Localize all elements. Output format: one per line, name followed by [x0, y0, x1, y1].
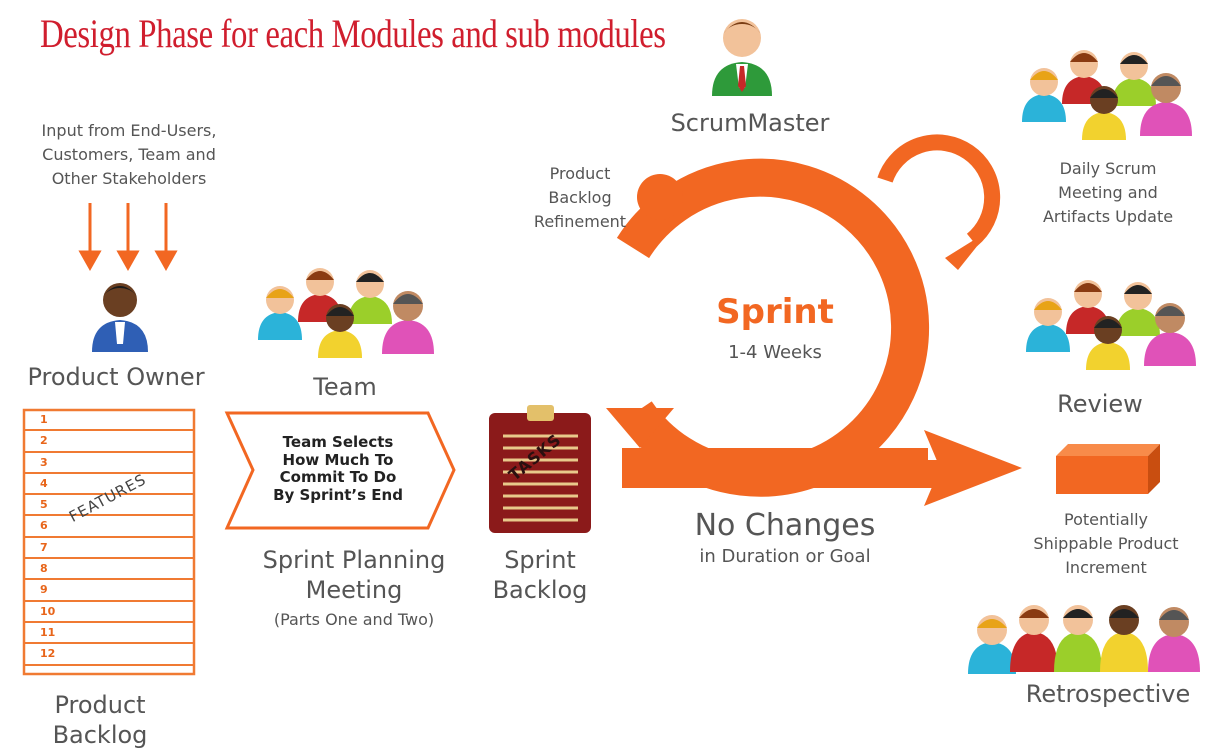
backlog-row: 12 — [24, 644, 194, 666]
retrospective-label: Retrospective — [1025, 680, 1191, 708]
refinement-line-1: Product — [549, 164, 611, 183]
product-backlog-table-frame — [22, 408, 196, 676]
backlog-row: 3 — [24, 453, 194, 474]
increment-box-icon — [1056, 444, 1160, 494]
daily-loop-arrow — [877, 134, 1001, 270]
sprint-duration: 1-4 Weeks — [728, 342, 822, 363]
product-backlog-line-1: Product — [54, 691, 146, 719]
input-line-1: Input from End-Users, — [41, 121, 217, 140]
product-backlog-line-2: Backlog — [52, 721, 148, 749]
planning-box-text: Team Selects How Much To Commit To Do By… — [258, 433, 418, 504]
backlog-row: 4 — [24, 474, 194, 496]
backlog-row: 7 — [24, 538, 194, 560]
planning-box-line-3: Commit To Do — [279, 468, 397, 486]
refinement-label: Product Backlog Refinement — [510, 162, 650, 234]
sprint-backlog-label: Sprint Backlog — [470, 545, 610, 605]
no-changes-label: No Changes — [694, 508, 876, 543]
planning-meeting-line-1: Sprint Planning — [262, 546, 446, 574]
backlog-row: 2 — [24, 431, 194, 453]
no-changes-sub: in Duration or Goal — [699, 546, 871, 567]
scrum-master-label: ScrumMaster — [670, 109, 830, 137]
refinement-line-2: Backlog — [548, 188, 612, 207]
review-label: Review — [1057, 390, 1143, 418]
planning-meeting-label: Sprint Planning Meeting — [224, 545, 484, 605]
input-line-2: Customers, Team and — [42, 145, 216, 164]
input-line-3: Other Stakeholders — [51, 169, 207, 188]
page-title: Design Phase for each Modules and sub mo… — [40, 11, 666, 56]
planning-box-line-1: Team Selects — [282, 433, 394, 451]
product-backlog-label: Product Backlog — [0, 690, 200, 750]
planning-chevron — [224, 411, 456, 530]
product-owner-label: Product Owner — [27, 363, 205, 391]
backlog-row: 10 — [24, 602, 194, 623]
sprint-backlog-line-2: Backlog — [492, 576, 588, 604]
backlog-row: 9 — [24, 580, 194, 602]
backlog-row: 8 — [24, 559, 194, 581]
increment-line-3: Increment — [1065, 558, 1147, 577]
input-arrows — [78, 203, 178, 272]
team-group-icon — [258, 268, 434, 358]
daily-scrum-line-3: Artifacts Update — [1042, 207, 1174, 226]
backlog-row: 6 — [24, 516, 194, 538]
planning-box-line-4: By Sprint’s End — [273, 485, 403, 504]
retrospective-group-icon — [968, 605, 1200, 674]
planning-box-line-2: How Much To — [282, 450, 394, 469]
planning-meeting-line-2: Meeting — [305, 576, 403, 604]
clipboard-icon — [489, 405, 591, 533]
backlog-row: 5 — [24, 495, 194, 517]
daily-scrum-line-2: Meeting and — [1058, 183, 1158, 202]
review-group-icon — [1026, 280, 1196, 370]
daily-scrum-line-1: Daily Scrum — [1059, 159, 1157, 178]
daily-scrum-label: Daily Scrum Meeting and Artifacts Update — [1012, 157, 1204, 229]
sprint-backlog-line-1: Sprint — [504, 546, 576, 574]
increment-line-1: Potentially — [1063, 510, 1148, 529]
backlog-row: 11 — [24, 623, 194, 645]
sprint-title: Sprint — [716, 292, 834, 332]
refinement-line-3: Refinement — [533, 212, 627, 231]
scrum-master-icon — [712, 19, 772, 96]
product-owner-icon — [92, 283, 148, 352]
team-label: Team — [313, 373, 377, 401]
sprint-cycle-arrow — [606, 158, 1022, 506]
planning-parts-label: (Parts One and Two) — [273, 610, 435, 629]
product-backlog-table: 1 2 3 4 5 6 7 8 9 10 11 12 — [24, 410, 194, 666]
backlog-row: 1 — [24, 410, 194, 432]
daily-scrum-group-icon — [1022, 50, 1192, 140]
increment-line-2: Shippable Product — [1033, 534, 1179, 553]
input-text: Input from End-Users, Customers, Team an… — [10, 119, 248, 191]
increment-label: Potentially Shippable Product Increment — [1004, 508, 1208, 580]
